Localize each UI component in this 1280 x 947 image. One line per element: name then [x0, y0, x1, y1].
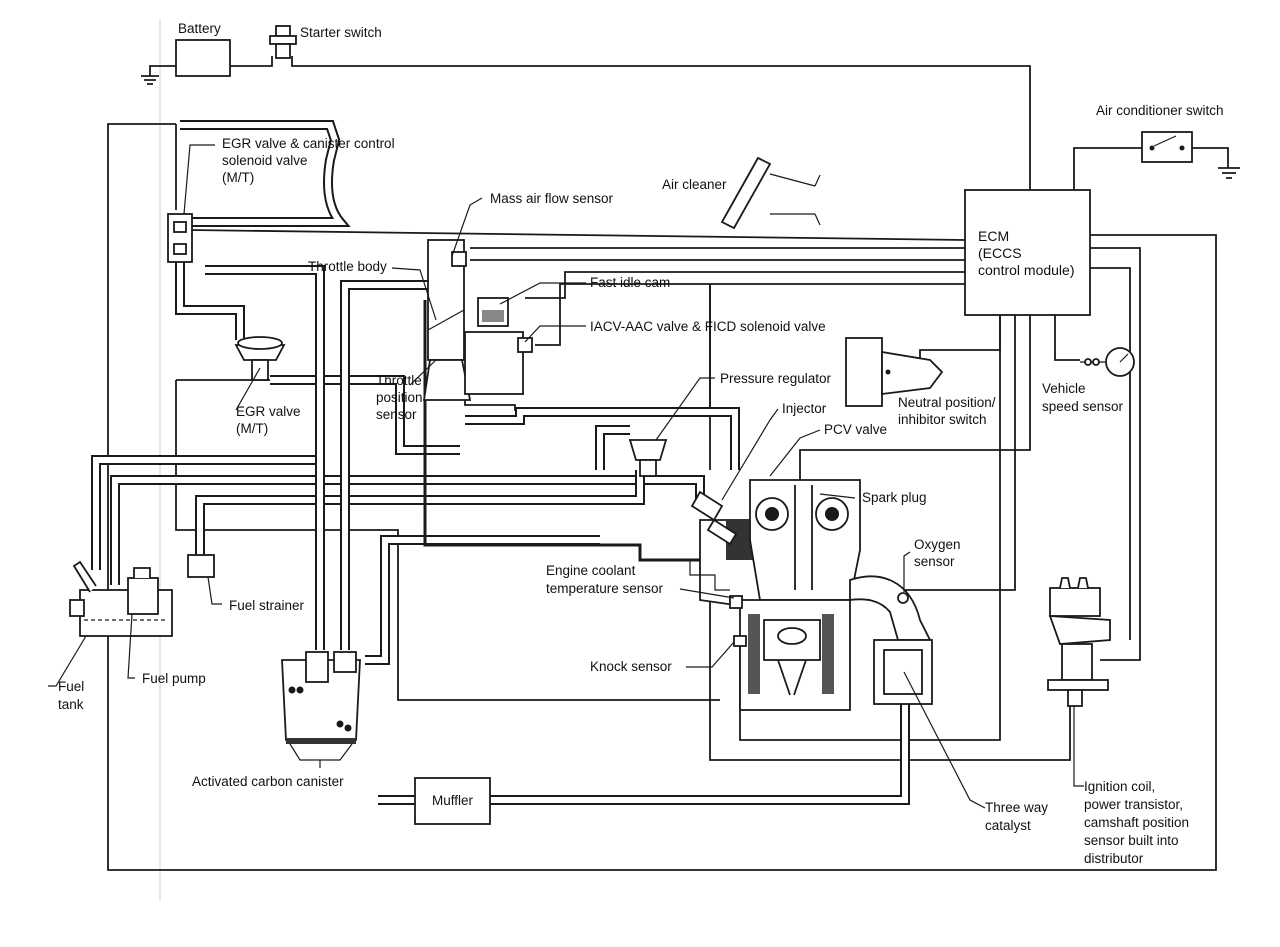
label-ecm-2: (ECCS: [978, 245, 1022, 261]
label-ignition-2: power transistor,: [1084, 797, 1183, 812]
label-egr-canister-1: EGR valve & canister control: [222, 136, 395, 151]
pressure-regulator: [628, 439, 668, 477]
label-egr-canister-3: (M/T): [222, 170, 254, 185]
egr-valve: [234, 336, 286, 381]
label-knock-sensor: Knock sensor: [590, 659, 672, 674]
knock-sensor: [733, 635, 747, 647]
starter-switch-icon: [269, 25, 297, 59]
iacv-aac-valve: [464, 331, 533, 395]
label-fuel-pump: Fuel pump: [142, 671, 206, 686]
label-mass-air-flow: Mass air flow sensor: [490, 191, 614, 206]
fuel-pump: [127, 567, 159, 615]
injector: [690, 490, 738, 546]
coolant-sensor: [729, 595, 743, 609]
vacuum-and-fuel-hoses: [91, 120, 910, 805]
label-ignition-5: distributor: [1084, 851, 1144, 866]
label-ecm-1: ECM: [978, 228, 1009, 244]
label-spark-plug: Spark plug: [862, 490, 927, 505]
label-tps-3: sensor: [376, 407, 417, 422]
label-catalyst-1: Three way: [985, 800, 1048, 815]
label-injector: Injector: [782, 401, 827, 416]
label-fast-idle-cam: Fast idle cam: [590, 275, 670, 290]
ecm-box: [964, 189, 1091, 316]
label-egr-canister-2: solenoid valve: [222, 153, 308, 168]
label-iacv: IACV-AAC valve & FICD solenoid valve: [590, 319, 826, 334]
vehicle-speed-sensor-icon: [1080, 347, 1135, 377]
label-fuel-tank-2: tank: [58, 697, 84, 712]
label-fuel-tank-1: Fuel: [58, 679, 84, 694]
label-oxygen-2: sensor: [914, 554, 955, 569]
label-ecm-3: control module): [978, 262, 1075, 278]
label-leader-lines: [48, 144, 1084, 809]
label-throttle-body: Throttle body: [308, 259, 387, 274]
activated-carbon-canister: [281, 651, 361, 768]
engine-block: [640, 479, 861, 711]
distributor: [1047, 577, 1111, 707]
label-ignition-3: camshaft position: [1084, 815, 1189, 830]
label-ignition-4: sensor built into: [1084, 833, 1179, 848]
label-tps-1: Throttle: [376, 373, 422, 388]
label-battery: Battery: [178, 21, 221, 36]
label-ignition-1: Ignition coil,: [1084, 779, 1155, 794]
air-conditioner-switch-icon: [1141, 131, 1193, 163]
exhaust-manifold: [849, 575, 933, 705]
label-fuel-strainer: Fuel strainer: [229, 598, 305, 613]
label-neutral-1: Neutral position/: [898, 395, 996, 410]
label-air-conditioner-switch: Air conditioner switch: [1096, 103, 1224, 118]
label-vss-2: speed sensor: [1042, 399, 1124, 414]
oxygen-sensor: [897, 592, 909, 604]
fuel-strainer: [187, 554, 215, 578]
throttle-body: [422, 239, 472, 401]
label-coolant-2: temperature sensor: [546, 581, 664, 596]
label-catalyst-2: catalyst: [985, 818, 1031, 833]
label-vss-1: Vehicle: [1042, 381, 1086, 396]
label-pcv-valve: PCV valve: [824, 422, 887, 437]
label-tps-2: position: [376, 390, 423, 405]
air-cleaner: [720, 156, 821, 230]
label-egr-valve-1: EGR valve: [236, 404, 301, 419]
muffler-box: [414, 777, 491, 825]
label-neutral-2: inhibitor switch: [898, 412, 987, 427]
label-muffler: Muffler: [432, 793, 474, 808]
egr-canister-solenoid-valve: [167, 213, 193, 263]
label-oxygen-1: Oxygen: [914, 537, 961, 552]
label-canister: Activated carbon canister: [192, 774, 344, 789]
label-egr-valve-2: (M/T): [236, 421, 268, 436]
label-coolant-1: Engine coolant: [546, 563, 636, 578]
label-air-cleaner: Air cleaner: [662, 177, 727, 192]
label-pressure-regulator: Pressure regulator: [720, 371, 832, 386]
neutral-position-switch: [845, 337, 944, 407]
label-starter-switch: Starter switch: [300, 25, 382, 40]
battery: [175, 39, 231, 77]
